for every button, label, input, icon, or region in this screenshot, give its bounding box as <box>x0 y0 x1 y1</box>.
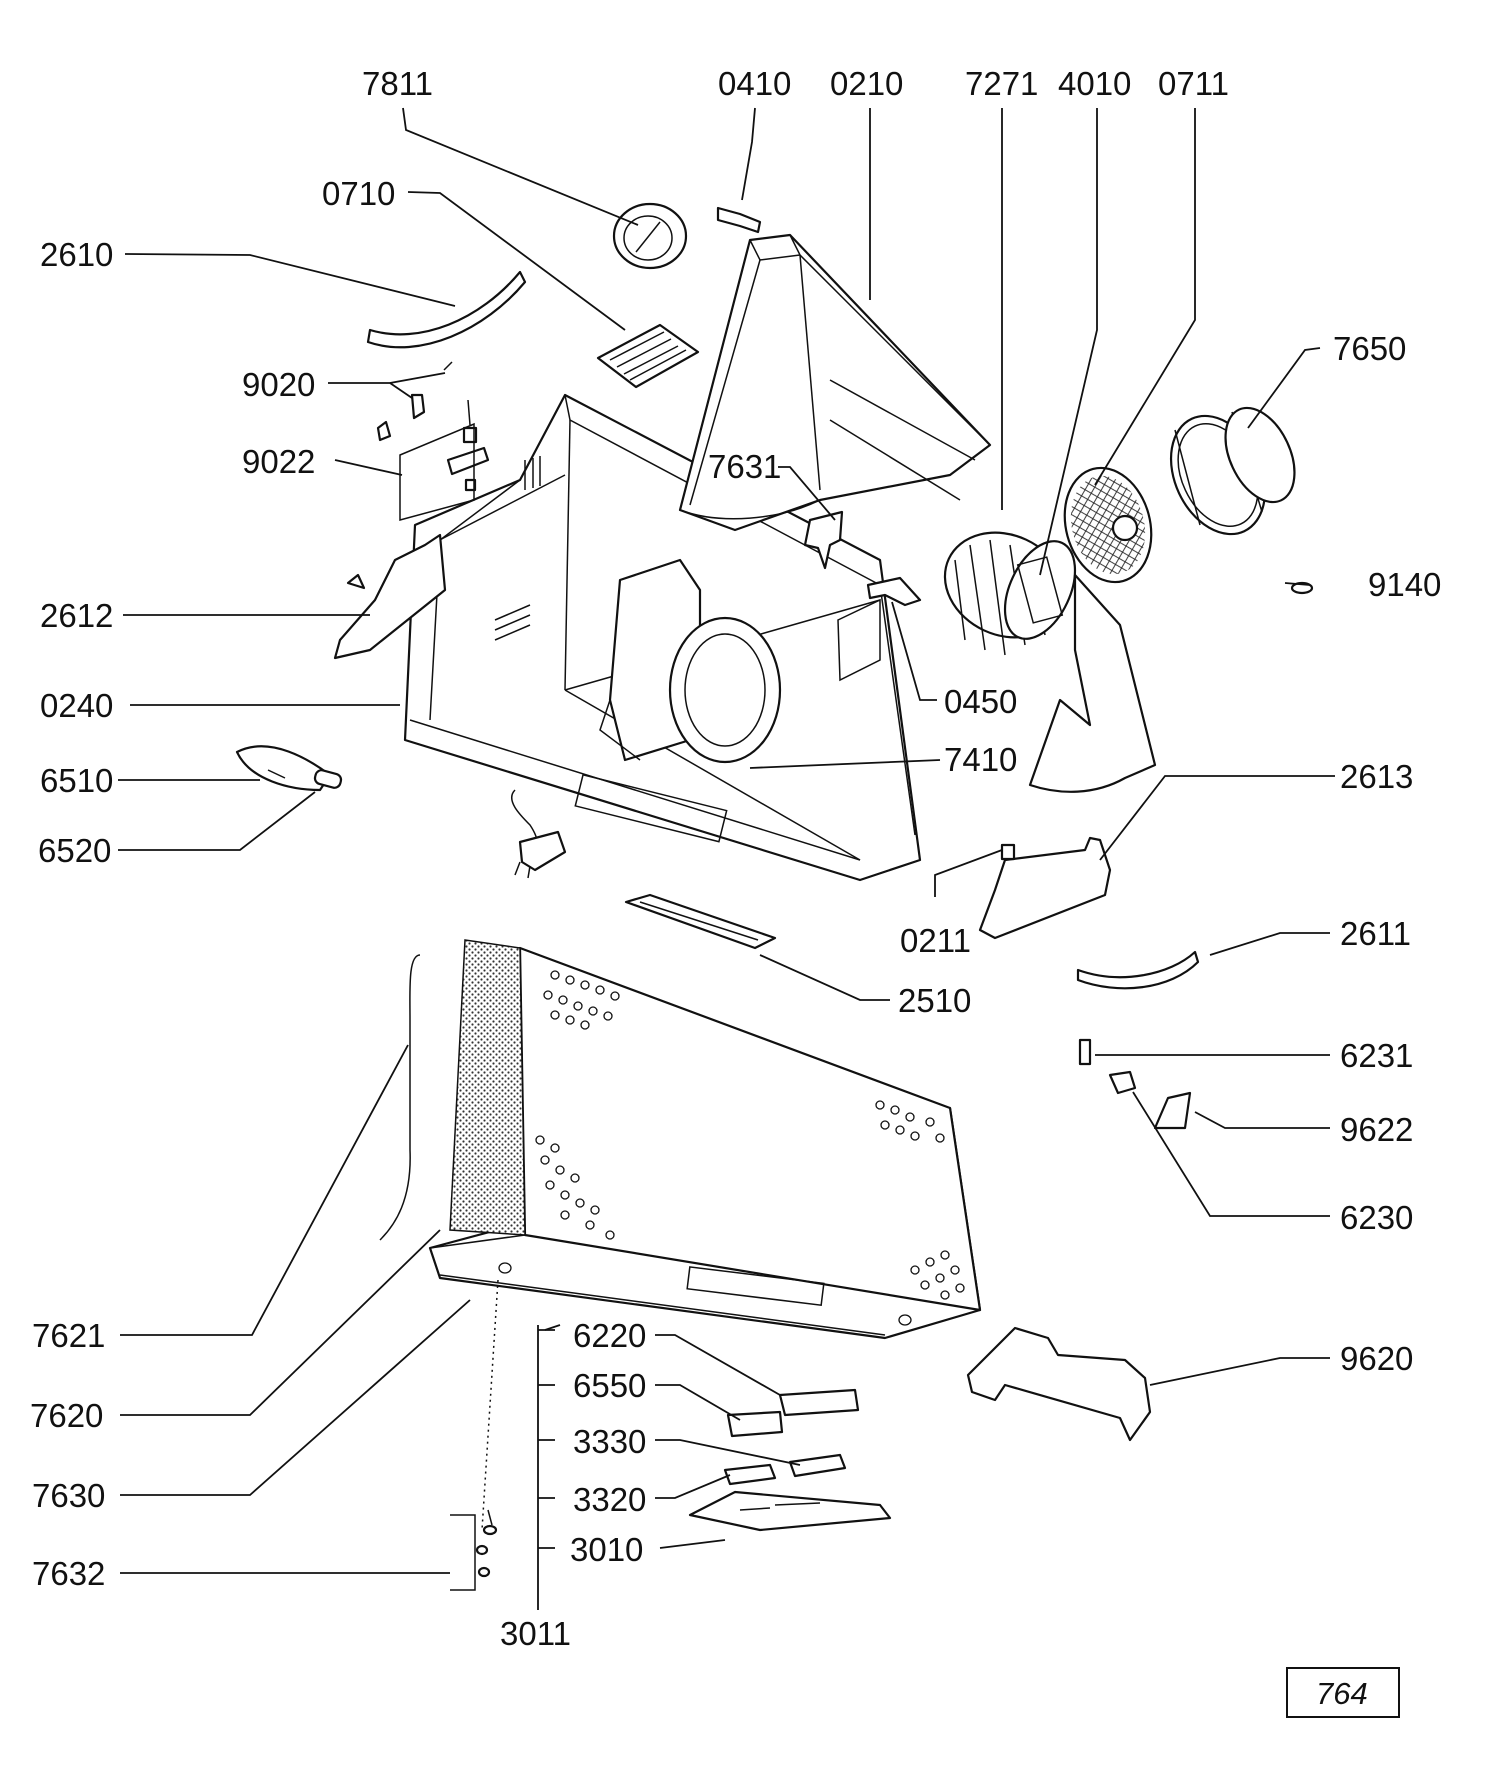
control-6220 <box>778 1388 860 1417</box>
label-7621: 7621 <box>32 1317 105 1354</box>
rear-panel-part <box>1028 573 1157 793</box>
end-cap-9620 <box>966 1326 1152 1442</box>
label-0240: 0240 <box>40 687 113 724</box>
label-7620: 7620 <box>30 1397 103 1434</box>
bracket-2612 <box>333 533 447 660</box>
label-3320: 3320 <box>573 1481 646 1518</box>
label-0210: 0210 <box>830 65 903 102</box>
label-0711: 0711 <box>1158 65 1229 102</box>
reference-box: 764 <box>1286 1667 1400 1718</box>
label-0710: 0710 <box>322 175 395 212</box>
control-6550 <box>726 1410 784 1438</box>
label-0450: 0450 <box>944 683 1017 720</box>
label-7811: 7811 <box>362 65 433 102</box>
label-7410: 7410 <box>944 741 1017 778</box>
label-0410: 0410 <box>718 65 791 102</box>
label-7271: 7271 <box>965 65 1038 102</box>
hardware-9020-9022 <box>376 361 490 521</box>
trim-2610 <box>366 270 527 349</box>
label-7631: 7631 <box>708 448 781 485</box>
label-6231: 6231 <box>1340 1037 1413 1074</box>
label-9020: 9020 <box>242 366 315 403</box>
filter-cylinder-part <box>1169 406 1296 536</box>
switch-3330 <box>788 1453 847 1478</box>
label-2611: 2611 <box>1340 915 1411 952</box>
switch-6231 <box>1078 1038 1092 1066</box>
label-3010: 3010 <box>570 1531 643 1568</box>
label-2510: 2510 <box>898 982 971 1019</box>
clip-0410 <box>716 206 762 234</box>
label-7650: 7650 <box>1333 330 1406 367</box>
hood-body-part <box>403 393 922 882</box>
motor-part <box>943 531 1077 656</box>
label-6520: 6520 <box>38 832 111 869</box>
leader-lines <box>118 107 1335 1610</box>
bracket-7631 <box>803 510 844 570</box>
label-9622: 9622 <box>1340 1111 1413 1148</box>
cover-9622 <box>1153 1091 1192 1130</box>
reference-number: 764 <box>1316 1676 1368 1711</box>
label-7630: 7630 <box>32 1477 105 1514</box>
label-7632: 7632 <box>32 1555 105 1592</box>
label-6230: 6230 <box>1340 1199 1413 1236</box>
label-6510: 6510 <box>40 762 113 799</box>
trim-2611 <box>1076 950 1200 990</box>
label-2610: 2610 <box>40 236 113 273</box>
label-9620: 9620 <box>1340 1340 1413 1377</box>
clip-0450 <box>866 576 922 607</box>
clip-2612 <box>346 573 366 590</box>
screws-7632 <box>450 1279 499 1591</box>
chimney-funnel-part <box>678 233 992 532</box>
switch-6230 <box>1108 1070 1137 1095</box>
part-0211 <box>1000 843 1016 861</box>
grille-part <box>596 323 700 389</box>
label-6550: 6550 <box>573 1367 646 1404</box>
label-4010: 4010 <box>1058 65 1131 102</box>
fan-guard-part <box>1063 466 1153 584</box>
label-3330: 3330 <box>573 1423 646 1460</box>
lamp-part <box>235 745 343 792</box>
front-panel-part <box>379 939 982 1340</box>
part-labels: 7811 0410 0210 7271 4010 0711 0710 2610 … <box>30 65 1441 1652</box>
round-cover-part <box>612 202 688 270</box>
bracket-2613 <box>978 836 1112 940</box>
label-3011: 3011 <box>500 1615 571 1652</box>
label-9022: 9022 <box>242 443 315 480</box>
switch-3320 <box>723 1463 777 1486</box>
label-2612: 2612 <box>40 597 113 634</box>
label-0211: 0211 <box>900 922 971 959</box>
label-2613: 2613 <box>1340 758 1413 795</box>
plate-3010 <box>688 1490 892 1532</box>
label-6220: 6220 <box>573 1317 646 1354</box>
label-9140: 9140 <box>1368 566 1441 603</box>
